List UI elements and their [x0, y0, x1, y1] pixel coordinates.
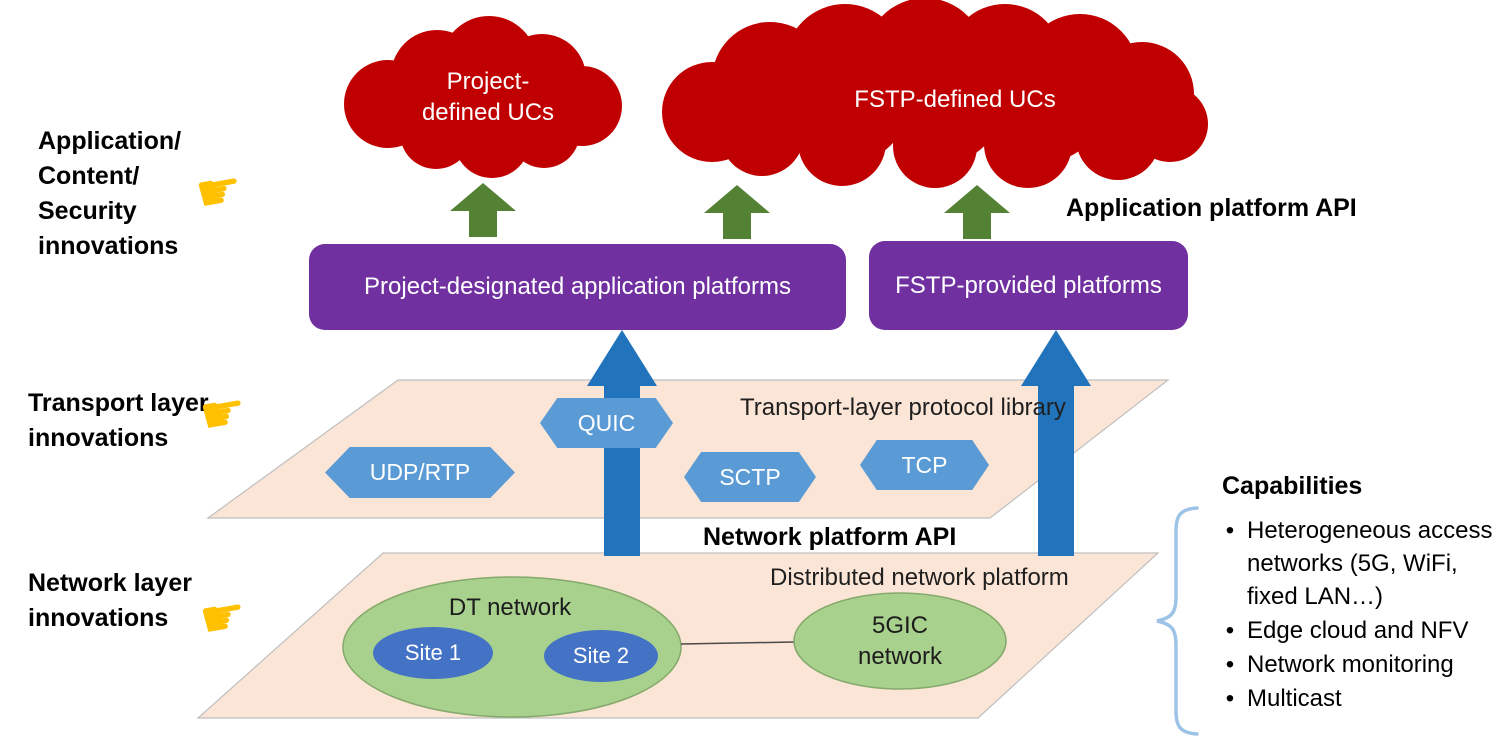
- platform-to-fstp-cloud-arrow-right: [944, 185, 1010, 239]
- site-2-ellipse: [544, 630, 658, 682]
- capability-item: • Network monitoring: [1213, 648, 1500, 681]
- site-2-label: Site 2: [572, 643, 630, 668]
- network-innovations-label: Network layer innovations: [28, 569, 192, 632]
- protocol-hexagon-tcp: TCP: [860, 440, 989, 490]
- bullet-icon: •: [1225, 617, 1235, 644]
- fstp-ucs-cloud-label: FSTP-defined UCs: [854, 86, 1056, 113]
- bullet-icon: •: [1225, 651, 1235, 678]
- application-platform-api-label: Application platform API: [1066, 194, 1357, 222]
- project-ucs-cloud-label: Project- defined UCs: [421, 68, 555, 126]
- transport-innovations-label: Transport layer innovations: [28, 389, 209, 452]
- capability-text: Multicast: [1247, 685, 1342, 712]
- bullet-icon: •: [1225, 517, 1235, 544]
- site-1-ellipse: [373, 627, 493, 679]
- application-innovations-label: Application/ Content/ Security innovatio…: [38, 127, 182, 260]
- network-plane-title: Distributed network platform: [770, 564, 1069, 591]
- pointing-hand-icon: ☛: [191, 159, 248, 225]
- capabilities-brace: [1156, 506, 1199, 736]
- capability-item: • Multicast: [1213, 682, 1500, 715]
- 5gic-network-label: 5GIC network: [857, 612, 943, 670]
- transport-plane-title: Transport-layer protocol library: [740, 394, 1066, 421]
- protocol-hexagon-quic: QUIC: [540, 398, 673, 448]
- site-1-label: Site 1: [404, 640, 462, 665]
- project-ucs-cloud: [344, 16, 622, 178]
- dt-to-5gic-connector: [680, 641, 795, 645]
- fstp-provided-platforms-box: FSTP-provided platforms: [869, 241, 1188, 330]
- protocol-hexagon-udp-rtp: UDP/RTP: [325, 447, 515, 498]
- fstp-ucs-cloud: [662, 0, 1208, 188]
- platform-to-project-cloud-arrow: [450, 183, 516, 237]
- capability-text: Edge cloud and NFV: [1247, 617, 1469, 644]
- dt-network-label: DT network: [448, 594, 572, 621]
- capabilities-title: Capabilities: [1222, 472, 1363, 500]
- dt-network-ellipse: [342, 576, 682, 718]
- bullet-icon: •: [1225, 685, 1235, 712]
- network-to-fstp-platform-arrow: [1021, 330, 1091, 556]
- pointing-hand-icon: ☛: [195, 585, 252, 651]
- pointing-hand-icon: ☛: [195, 381, 252, 447]
- 5gic-network-ellipse: [793, 592, 1007, 690]
- platform-to-fstp-cloud-arrow-left: [704, 185, 770, 239]
- capability-item: • Edge cloud and NFV: [1213, 614, 1500, 647]
- capability-text: Heterogeneous access networks (5G, WiFi,…: [1247, 517, 1493, 610]
- network-platform-api-label: Network platform API: [703, 523, 957, 551]
- capability-item: • Heterogeneous access networks (5G, WiF…: [1213, 514, 1500, 613]
- capability-text: Network monitoring: [1247, 651, 1454, 678]
- project-designated-platforms-box: Project-designated application platforms: [309, 244, 846, 330]
- capabilities-list: • Heterogeneous access networks (5G, WiF…: [1213, 514, 1500, 716]
- protocol-hexagon-sctp: SCTP: [684, 452, 816, 502]
